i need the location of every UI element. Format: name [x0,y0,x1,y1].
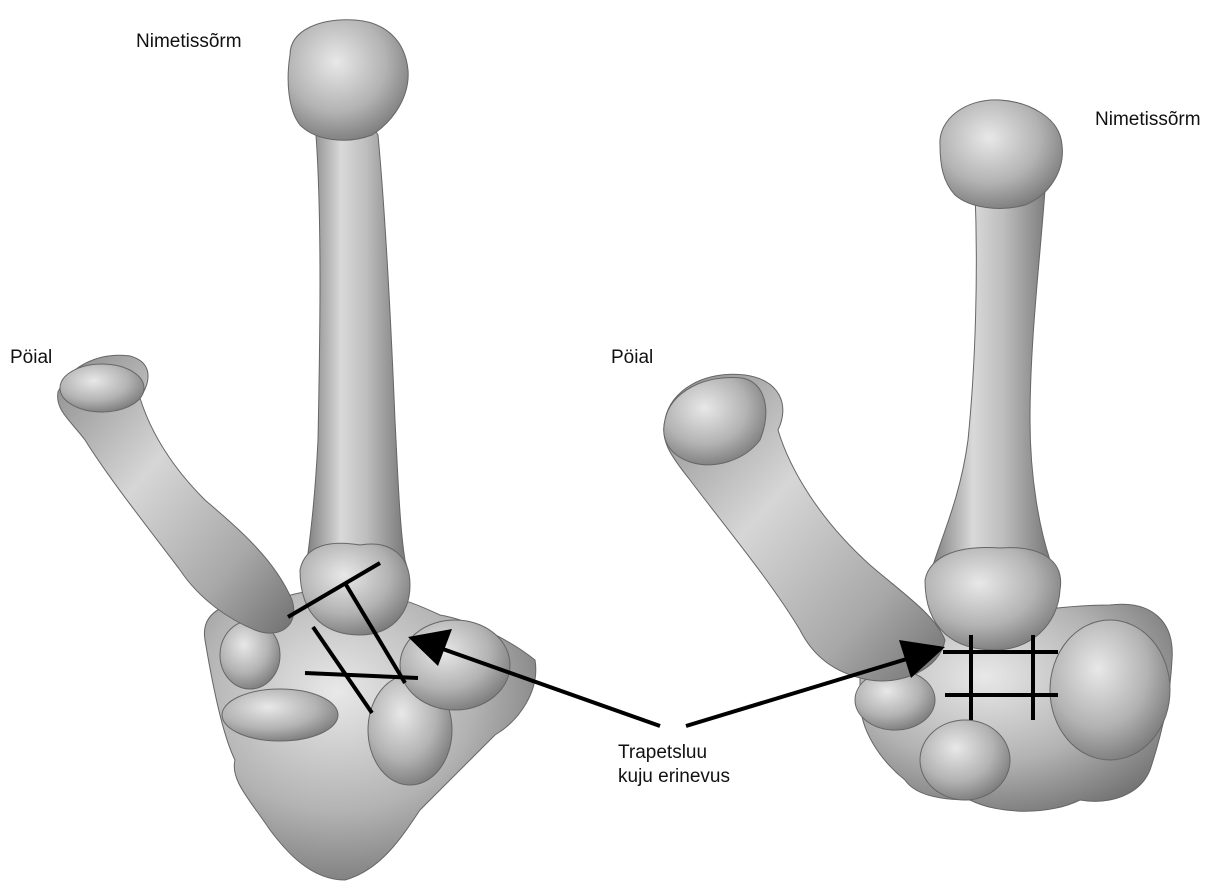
label-index-finger-right: Nimetissõrm [1095,108,1201,132]
callout-label-line-1: Trapetsluu [618,741,730,765]
left-index-head [288,20,408,140]
left-thumb-head [60,364,144,412]
callout-label: Trapetsluu kuju erinevus [618,741,730,789]
right-specimen [664,100,1173,811]
label-thumb-left: Pöial [10,346,52,370]
label-index-finger-left: Nimetissõrm [136,30,242,54]
left-index-shaft [305,123,408,615]
right-index-head [940,100,1062,209]
label-thumb-right: Pöial [611,346,653,370]
left-specimen [58,20,536,880]
left-carpal-lobe-a [222,689,338,741]
right-carpal-lobe-a [1050,620,1170,760]
callout-label-line-2: kuju erinevus [618,765,730,789]
right-carpal-lobe-b [920,720,1010,800]
